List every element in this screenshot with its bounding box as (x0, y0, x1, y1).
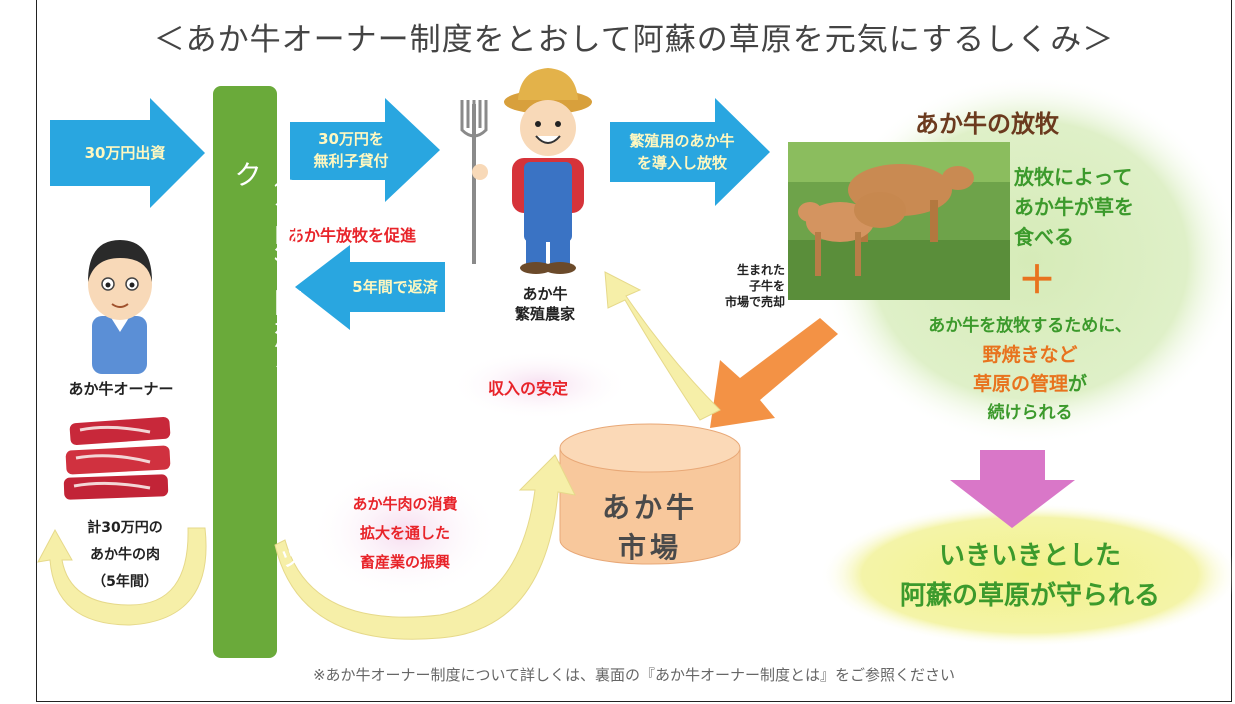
farmer-arrow-label: 繁殖用のあか牛 を導入し放牧 (612, 130, 752, 174)
page-title: ＜あか牛オーナー制度をとおして阿蘇の草原を元気にするしくみ＞ (153, 22, 1115, 58)
income-glow (450, 350, 630, 420)
meat-line1: 計30万円の (87, 520, 163, 536)
farmer-arrow (610, 98, 770, 206)
result-line1: いきいきとした (938, 541, 1121, 571)
market-line1: あか牛 (601, 491, 698, 524)
plus-icon: ＋ (1018, 258, 1057, 302)
trust-bar (213, 86, 277, 658)
consumption-label: あか牛肉の消費 拡大を通した 畜産業の振興 (330, 490, 480, 577)
result-ellipse (820, 503, 1235, 647)
meat-arrow (37, 527, 207, 626)
market-label: あか牛 市場 (560, 488, 740, 568)
owner-label: あか牛オーナー (68, 380, 174, 398)
repay-arrow (295, 245, 445, 330)
loan-arrow (290, 98, 440, 202)
consumption-glow (310, 464, 500, 600)
manage-line4: 続けられる (987, 403, 1073, 423)
meat-label: 計30万円の あか牛の肉 （5年間） (70, 515, 180, 596)
consumption-arrow (274, 454, 576, 640)
market-cylinder (559, 423, 741, 565)
loan-label: 30万円を 無利子貸付 (296, 128, 406, 172)
calf-line1: 生まれた (736, 263, 785, 277)
manage-line3-highlight: 草原の管理 (972, 373, 1068, 395)
farmer-line2: 繁殖農家 (514, 305, 575, 323)
manage-line1: あか牛を放牧するために、 (928, 316, 1132, 336)
result-label: いきいきとした 阿蘇の草原が守られる (850, 536, 1210, 616)
repay-label: 5年間で返済 (352, 278, 438, 296)
promote-label: あか牛放牧を促進 (288, 226, 417, 245)
effect-line2: あか牛が草を (1014, 195, 1134, 219)
result-line2: 阿蘇の草原が守られる (899, 581, 1160, 611)
consumption-line3: 畜産業の振興 (359, 553, 450, 571)
farmer-line1: あか牛 (522, 285, 568, 303)
footnote: ※あか牛オーナー制度について詳しくは、裏面の『あか牛オーナー制度とは』をご参照く… (312, 666, 956, 684)
effect-line1: 放牧によって (1014, 165, 1133, 189)
income-arrow (604, 271, 721, 421)
meat-slices-icon (63, 416, 171, 500)
calf-sale-arrow (710, 318, 838, 428)
diagram-frame (36, 0, 1232, 702)
farmer-arrow-line1: 繁殖用のあか牛 (629, 132, 735, 150)
farmer-arrow-line2: を導入し放牧 (636, 154, 727, 172)
consumption-line2: 拡大を通した (359, 524, 450, 542)
income-label: 収入の安定 (488, 379, 569, 398)
calf-sale-label: 生まれた 子牛を 市場で売却 (700, 262, 785, 310)
owner-person-icon (88, 240, 152, 374)
market-line2: 市場 (617, 531, 682, 564)
farmer-person-icon (460, 68, 592, 274)
trust-name: （公財）阿蘇グリーンストック (230, 160, 303, 576)
meat-line2: あか牛の肉 (90, 547, 160, 563)
grazing-title: あか牛の放牧 (915, 110, 1059, 138)
meat-line3: （5年間） (92, 574, 158, 590)
grazing-management: あか牛を放牧するために、 野焼きなど 草原の管理が 続けられる (860, 312, 1200, 428)
grazing-effect: 放牧によって あか牛が草を 食べる (1014, 162, 1134, 252)
manage-line3-suffix: が (1068, 373, 1088, 395)
loan-line2: 無利子貸付 (313, 152, 389, 170)
calf-line3: 市場で売却 (724, 295, 785, 309)
result-arrow (950, 450, 1075, 528)
calf-line2: 子牛を (748, 279, 785, 293)
invest-arrow (50, 98, 205, 208)
manage-line3: 草原の管理が (860, 370, 1200, 399)
consumption-line1: あか牛肉の消費 (352, 495, 458, 513)
effect-line3: 食べる (1014, 225, 1074, 249)
loan-line1: 30万円を (318, 130, 384, 148)
cow-photo (788, 142, 1010, 300)
invest-label: 30万円出資 (84, 144, 166, 162)
farmer-label: あか牛 繁殖農家 (495, 284, 595, 324)
manage-line2: 野焼きなど (982, 344, 1078, 366)
